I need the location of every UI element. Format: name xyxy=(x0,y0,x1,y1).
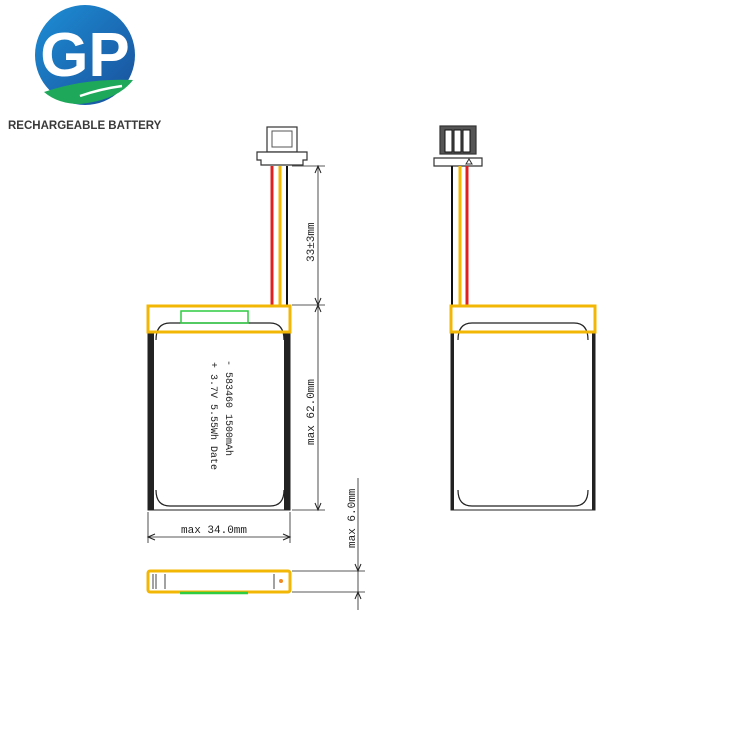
label-line-2: + 3.7V 5.55Wh Date xyxy=(207,362,219,470)
width-dimension: max 34.0mm xyxy=(181,525,247,537)
logo-tagline: RECHARGEABLE BATTERY xyxy=(8,120,162,132)
leaf-icon xyxy=(44,79,133,104)
cable-length-dimension: 33±3mm xyxy=(306,222,318,262)
front-view: - 583460 1500mAh + 3.7V 5.55Wh Date 33±3… xyxy=(146,126,325,543)
side-view: max 6.0mm xyxy=(146,478,365,610)
label-line-1: - 583460 1500mAh xyxy=(222,360,234,456)
pcb-highlight xyxy=(146,304,292,334)
pcb-board xyxy=(180,310,249,324)
length-dimension: max 62.0mm xyxy=(306,379,318,445)
thickness-dimension: max 6.0mm xyxy=(347,488,359,548)
logo-letters: GP xyxy=(40,21,130,90)
company-logo: GP xyxy=(35,5,135,105)
rear-view xyxy=(433,125,597,511)
